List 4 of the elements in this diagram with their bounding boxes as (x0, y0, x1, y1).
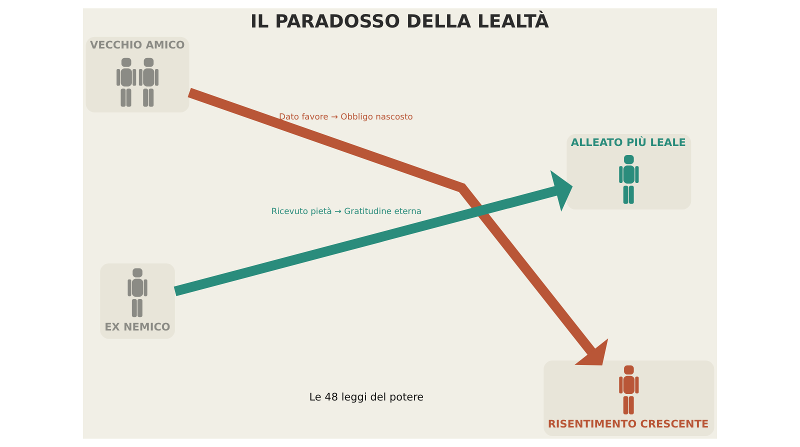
diagram-title: IL PARADOSSO DELLA LEALTÀ (250, 12, 549, 33)
edge-label: Ricevuto pietà → Gratitudine eterna (271, 206, 422, 216)
edge-label: Dato favore → Obbligo nascosto (279, 111, 413, 122)
caption: Le 48 leggi del potere (309, 392, 424, 404)
